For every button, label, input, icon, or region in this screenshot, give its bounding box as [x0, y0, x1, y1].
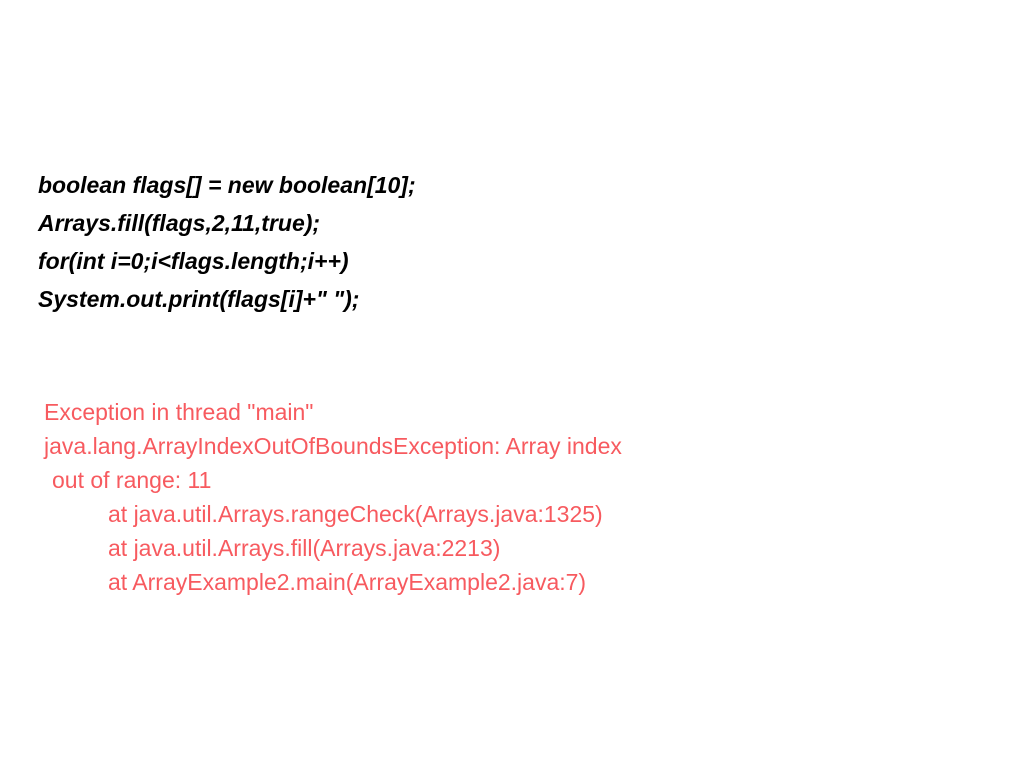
code-line-4: System.out.print(flags[i]+" ");	[38, 286, 360, 312]
exception-header: Exception in thread "main"	[44, 399, 314, 425]
code-line-2: Arrays.fill(flags,2,11,true);	[38, 210, 321, 236]
code-line-1: boolean flags[] = new boolean[10];	[38, 172, 416, 198]
code-snippet: boolean flags[] = new boolean[10]; Array…	[38, 166, 938, 318]
exception-output: Exception in thread "main" java.lang.Arr…	[44, 395, 1004, 599]
stack-frame-1: at java.util.Arrays.rangeCheck(Arrays.ja…	[108, 501, 603, 527]
exception-message: out of range: 11	[52, 467, 212, 493]
stack-frame-3: at ArrayExample2.main(ArrayExample2.java…	[108, 569, 587, 595]
exception-type: java.lang.ArrayIndexOutOfBoundsException…	[44, 433, 622, 459]
code-line-3: for(int i=0;i<flags.length;i++)	[38, 248, 349, 274]
stack-frame-2: at java.util.Arrays.fill(Arrays.java:221…	[108, 535, 501, 561]
